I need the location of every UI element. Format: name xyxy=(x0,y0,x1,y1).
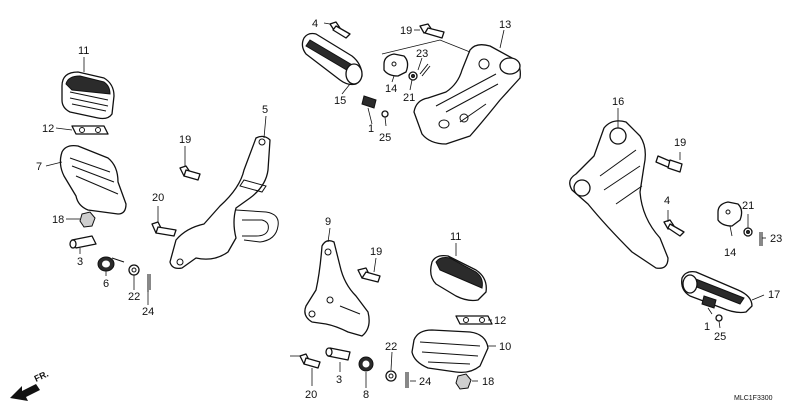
front-direction-arrow: FR. xyxy=(10,369,50,401)
callout-25-right: 25 xyxy=(714,331,726,343)
bracket-16 xyxy=(569,120,669,269)
callout-24-left: 24 xyxy=(142,306,154,318)
bracket-13 xyxy=(413,44,521,145)
callout-1-right: 1 xyxy=(704,321,710,333)
clip-top xyxy=(381,110,389,118)
pin-23-right xyxy=(759,232,763,246)
callout-11-center: 11 xyxy=(450,231,461,243)
callout-25-top: 25 xyxy=(379,132,391,144)
bolt-19-top xyxy=(419,23,445,39)
callout-18-center: 18 xyxy=(482,376,494,388)
washer-22-center xyxy=(385,370,397,382)
callout-21-right: 21 xyxy=(742,200,754,212)
washer-left xyxy=(71,125,109,135)
front-label: FR. xyxy=(33,369,50,384)
callout-19-left: 19 xyxy=(179,134,191,146)
nut-center xyxy=(455,373,472,390)
footpeg-rubber-center xyxy=(430,254,487,302)
bolt-19-right xyxy=(655,155,683,173)
spring-left xyxy=(97,256,125,272)
plate-top xyxy=(383,53,409,77)
callout-24-center: 24 xyxy=(419,376,431,388)
callout-19-top: 19 xyxy=(400,25,412,37)
callout-19-center: 19 xyxy=(370,246,382,258)
pin-left xyxy=(69,235,97,249)
callout-5: 5 xyxy=(262,104,268,116)
washer-21-top xyxy=(408,71,418,81)
callout-18-left: 18 xyxy=(52,214,64,226)
callout-4-top: 4 xyxy=(312,18,318,30)
pin-top xyxy=(361,95,377,109)
callout-1-top: 1 xyxy=(368,123,374,135)
pin-23-top xyxy=(419,63,431,77)
callout-22-left: 22 xyxy=(128,291,140,303)
footpeg-center xyxy=(411,329,489,374)
bolt-19-center xyxy=(357,267,381,283)
cotter-pin-left xyxy=(147,274,151,292)
callout-14-top: 14 xyxy=(385,83,397,95)
bolt-4-top xyxy=(329,21,351,39)
callout-9: 9 xyxy=(325,216,331,228)
callout-8: 8 xyxy=(363,389,369,401)
footpeg-rubber-left xyxy=(61,71,115,120)
callout-4-right: 4 xyxy=(664,195,670,207)
callout-21-top: 21 xyxy=(403,92,415,104)
callout-17: 17 xyxy=(768,289,780,301)
callout-12-center: 12 xyxy=(494,315,506,327)
washer-center xyxy=(455,315,493,325)
clip-right xyxy=(715,314,723,322)
diagram-code: MLC1F3300 xyxy=(734,395,773,402)
callout-16: 16 xyxy=(612,96,624,108)
callout-14-right: 14 xyxy=(724,247,736,259)
callout-22-center: 22 xyxy=(385,341,397,353)
bolt-4-right xyxy=(663,219,685,237)
callout-7: 7 xyxy=(36,161,42,173)
callout-10: 10 xyxy=(499,341,511,353)
callout-19-right: 19 xyxy=(674,137,686,149)
footpeg-right xyxy=(681,270,753,314)
bolt-19-left xyxy=(179,165,201,181)
plate-right xyxy=(717,201,743,227)
callout-13: 13 xyxy=(499,19,511,31)
leader-lines xyxy=(45,22,766,388)
pin-right xyxy=(701,295,717,309)
callout-20-left: 20 xyxy=(152,192,164,204)
footpeg-top xyxy=(301,32,363,86)
callout-labels: 11 12 7 18 3 6 22 24 19 20 5 4 15 1 25 1… xyxy=(36,18,782,401)
callout-11-left: 11 xyxy=(78,45,89,57)
callout-3-center: 3 xyxy=(336,374,342,386)
footpeg-left xyxy=(59,144,127,215)
pin-center xyxy=(325,347,351,361)
washer-21-right xyxy=(743,227,753,237)
cotter-pin-center xyxy=(405,372,409,388)
callout-3-left: 3 xyxy=(77,256,83,268)
washer-22-left xyxy=(128,264,140,276)
bolt-20-left xyxy=(151,221,177,237)
callout-20-center: 20 xyxy=(305,389,317,401)
plate-9 xyxy=(304,240,370,337)
callout-23-top: 23 xyxy=(416,48,428,60)
callout-12-left: 12 xyxy=(42,123,54,135)
nut-left xyxy=(79,211,96,228)
spring-center xyxy=(358,356,374,372)
callout-15: 15 xyxy=(334,95,346,107)
callout-23-right: 23 xyxy=(770,233,782,245)
callout-6: 6 xyxy=(103,278,109,290)
bracket-left xyxy=(169,135,279,270)
bolt-20-center xyxy=(299,353,321,369)
